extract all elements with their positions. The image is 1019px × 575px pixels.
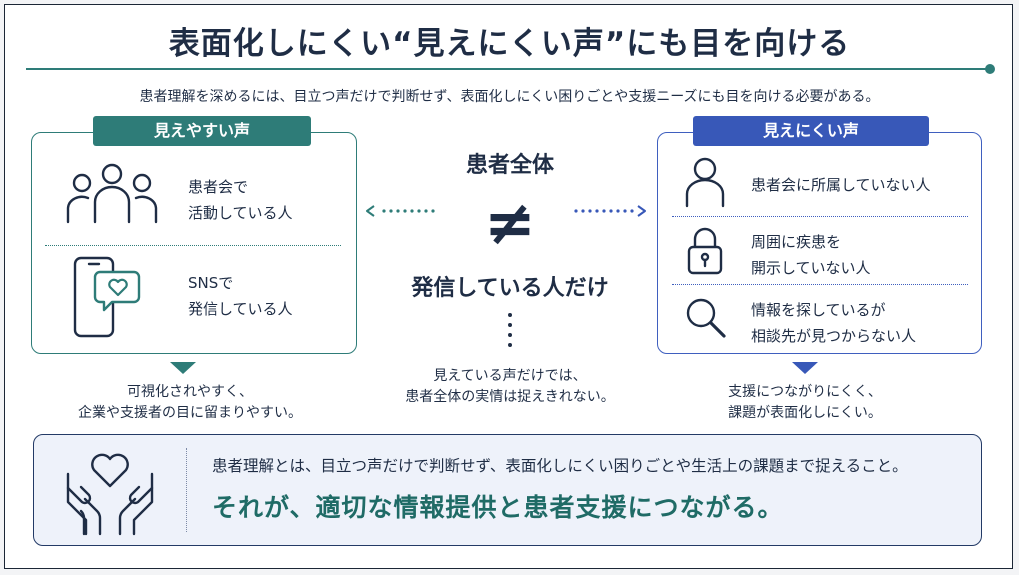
conclusion-separator xyxy=(186,448,187,532)
only-posters-label: 発信している人だけ xyxy=(411,276,609,301)
visible-caption: 可視化されやすく、 企業や支援者の目に留まりやすい。 xyxy=(40,382,340,424)
conclusion-line1: 患者理解とは、目立つ声だけで判断せず、表面化しにくい困りごとや生活上の課題まで捉… xyxy=(212,457,908,475)
title-underline xyxy=(26,68,988,70)
hidden-panel-divider-1 xyxy=(672,216,968,217)
visible-item-1-line1: 患者会で xyxy=(188,178,249,196)
page-subtitle: 患者理解を深めるには、目立つ声だけで判断せず、表面化しにくい困りごとや支援ニーズ… xyxy=(139,89,880,105)
hidden-item-2-line1: 周囲に疾患を xyxy=(751,233,842,251)
whole-patients-label: 患者全体 xyxy=(465,153,554,178)
conclusion-line2: それが、適切な情報提供と患者支援につながる。 xyxy=(212,493,784,522)
visible-caption-line1: 可視化されやすく、 xyxy=(127,384,253,400)
center-caption-line2: 患者全体の実情は捉えきれない。 xyxy=(405,389,615,405)
smartphone-heart-icon xyxy=(73,256,141,338)
hidden-item-3-line2: 相談先が見つからない人 xyxy=(751,327,917,345)
person-outline-icon xyxy=(685,157,725,208)
hidden-down-arrow xyxy=(792,362,818,374)
left-dotted-arrow xyxy=(366,205,435,217)
hidden-voices-tag: 見えにくい声 xyxy=(693,116,929,146)
conclusion-box xyxy=(33,434,982,546)
center-caption-line1: 見えている声だけでは、 xyxy=(433,368,587,384)
hidden-voices-panel xyxy=(657,132,982,354)
hidden-item-3-text: 情報を探しているが 相談先が見つからない人 xyxy=(751,297,916,349)
hidden-panel-divider-2 xyxy=(672,284,968,285)
visible-down-arrow xyxy=(170,362,196,374)
visible-voices-panel xyxy=(31,132,357,354)
hidden-caption-line2: 課題が表面化しにくい。 xyxy=(728,405,882,421)
hidden-item-2-text: 周囲に疾患を 開示していない人 xyxy=(751,229,871,281)
hidden-item-2-line2: 開示していない人 xyxy=(751,259,871,277)
hands-heart-icon xyxy=(66,453,154,536)
people-group-icon xyxy=(66,163,158,224)
hidden-item-1-text: 患者会に所属していない人 xyxy=(751,172,931,198)
visible-item-1-text: 患者会で 活動している人 xyxy=(188,174,293,226)
hidden-caption-line1: 支援につながりにくく、 xyxy=(728,384,882,400)
hidden-item-1-line1: 患者会に所属していない人 xyxy=(751,176,931,194)
hidden-caption: 支援につながりにくく、 課題が表面化しにくい。 xyxy=(670,382,940,424)
center-caption: 見えている声だけでは、 患者全体の実情は捉えきれない。 xyxy=(360,366,660,408)
not-equal-symbol: ≠ xyxy=(484,186,536,259)
visible-item-1-line2: 活動している人 xyxy=(188,204,293,222)
visible-item-2-text: SNSで 発信している人 xyxy=(188,270,293,322)
padlock-icon xyxy=(687,227,723,275)
visible-item-2-line2: 発信している人 xyxy=(188,300,293,318)
hidden-item-3-line1: 情報を探しているが xyxy=(751,301,886,319)
right-dotted-arrow xyxy=(574,205,646,217)
visible-caption-line2: 企業や支援者の目に留まりやすい。 xyxy=(78,405,302,421)
visible-voices-tag: 見えやすい声 xyxy=(93,116,311,146)
title-underline-dot xyxy=(985,64,995,74)
vertical-dots xyxy=(500,313,520,353)
visible-panel-divider xyxy=(45,245,341,246)
page-title: 表面化しにくい“見えにくい声”にも目を向ける xyxy=(168,26,851,62)
magnifier-icon xyxy=(686,298,726,338)
visible-item-2-line1: SNSで xyxy=(188,274,234,292)
